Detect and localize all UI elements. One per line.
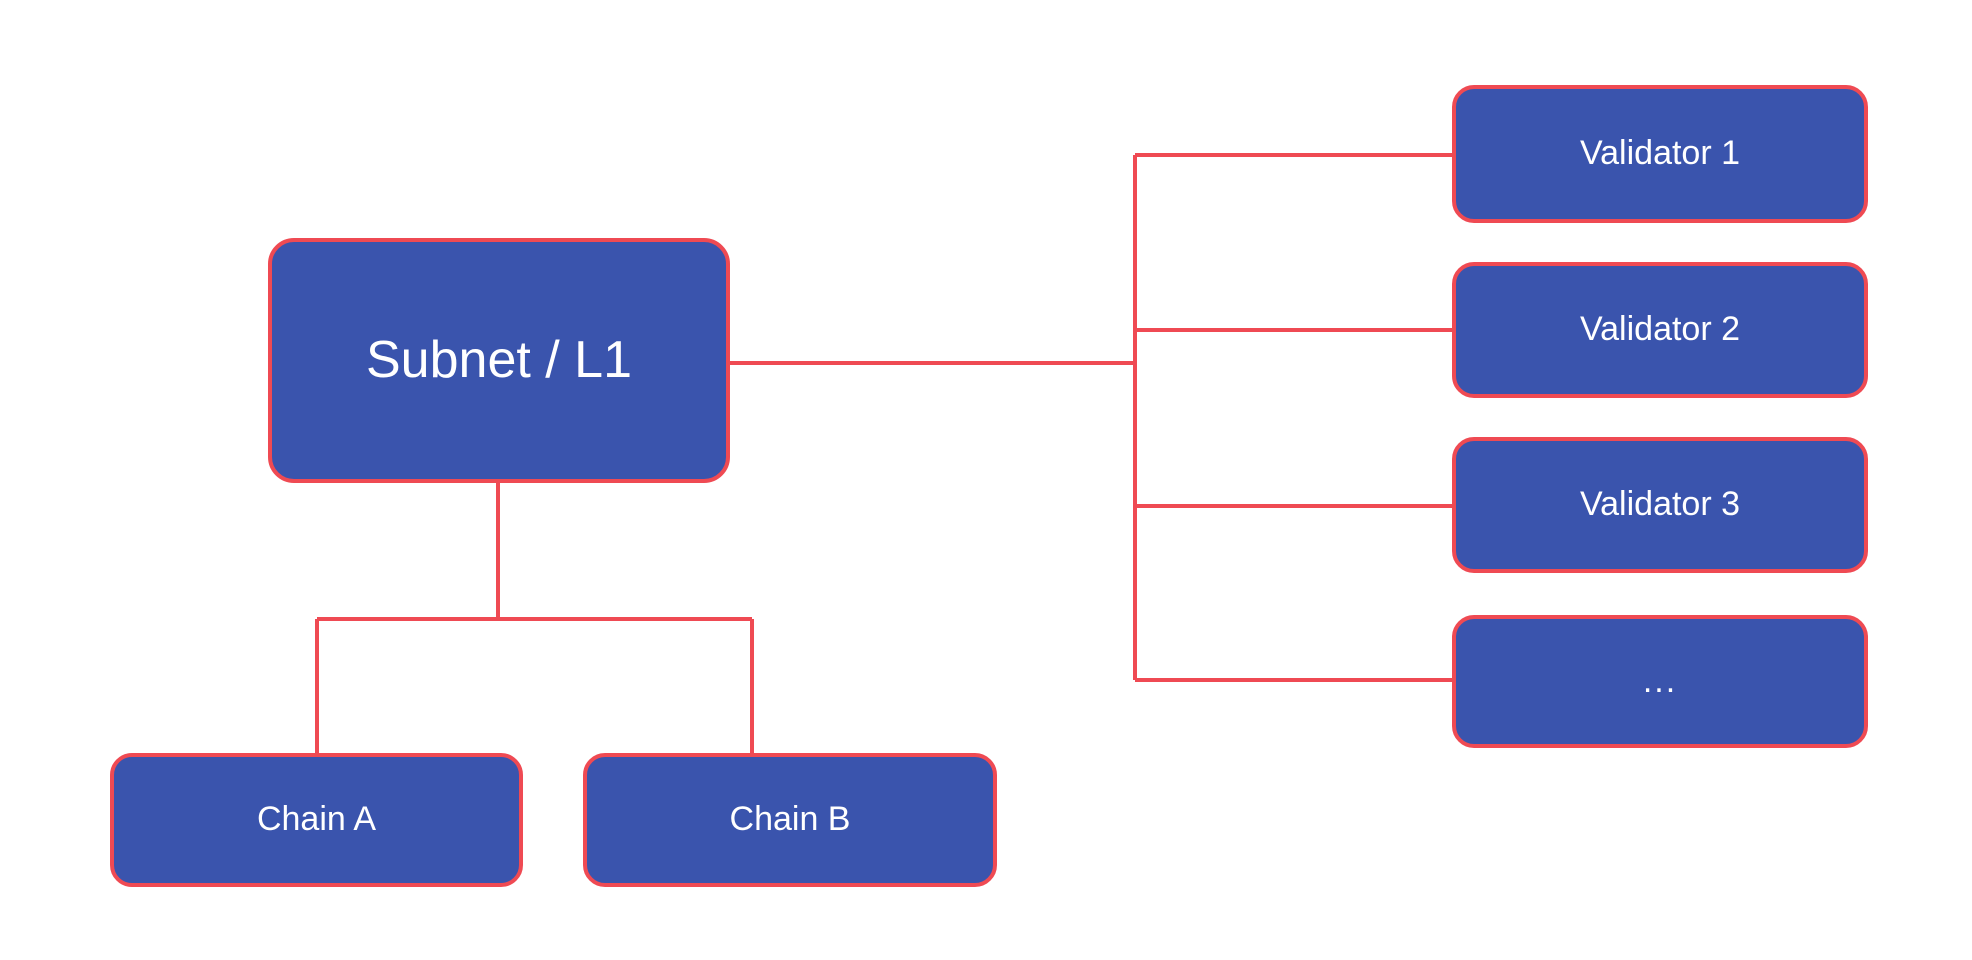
node-chain-b-label: Chain B — [729, 800, 851, 839]
node-validator-ellipsis[interactable]: ... — [1452, 615, 1868, 748]
node-chain-b[interactable]: Chain B — [583, 753, 997, 887]
node-validator-ellipsis-label: ... — [1642, 661, 1678, 700]
node-subnet-l1-label: Subnet / L1 — [366, 330, 632, 389]
node-validator-3[interactable]: Validator 3 — [1452, 437, 1868, 573]
node-validator-2-label: Validator 2 — [1579, 310, 1741, 349]
node-chain-a-label: Chain A — [256, 800, 377, 839]
node-chain-a[interactable]: Chain A — [110, 753, 523, 887]
node-subnet-l1[interactable]: Subnet / L1 — [268, 238, 730, 483]
node-validator-1[interactable]: Validator 1 — [1452, 85, 1868, 223]
node-validator-3-label: Validator 3 — [1579, 485, 1741, 524]
node-validator-1-label: Validator 1 — [1579, 134, 1741, 173]
node-validator-2[interactable]: Validator 2 — [1452, 262, 1868, 398]
